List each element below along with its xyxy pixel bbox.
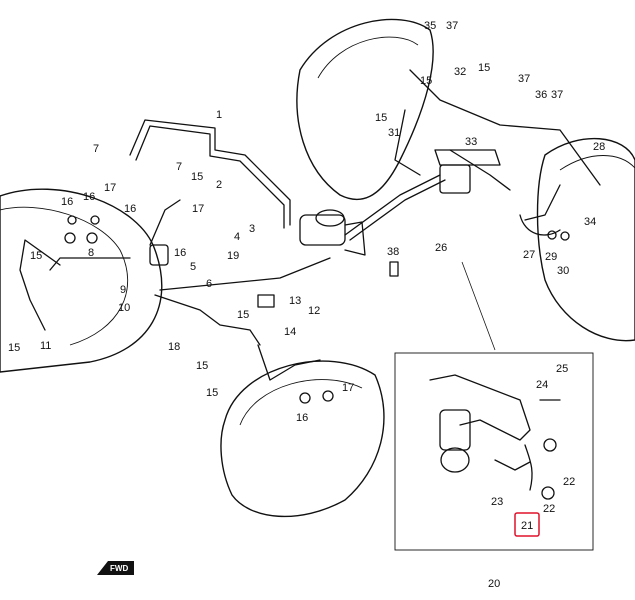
callout-22a: 22 [563, 476, 575, 488]
callout-13: 13 [289, 295, 301, 307]
callout-15h: 15 [478, 62, 490, 74]
callout-17b: 17 [192, 203, 204, 215]
front-right-wheel [220, 360, 385, 518]
callout-14: 14 [284, 326, 296, 338]
callout-1: 1 [216, 109, 222, 121]
callout-30: 30 [557, 265, 569, 277]
brake-pipe-network [19, 69, 601, 381]
callout-37a: 37 [446, 20, 458, 32]
callout-labels: 1 2 3 4 5 6 7 7 8 9 10 11 12 13 14 15 15… [8, 20, 605, 590]
detail-inset-box [394, 261, 594, 551]
callout-8: 8 [88, 247, 94, 259]
callout-15i: 15 [420, 75, 432, 87]
callout-17a: 17 [104, 182, 116, 194]
callout-15a: 15 [191, 171, 203, 183]
svg-text:FWD: FWD [110, 564, 128, 573]
callout-37b: 37 [518, 73, 530, 85]
callout-16b: 16 [83, 191, 95, 203]
callout-12: 12 [308, 305, 320, 317]
callout-26: 26 [435, 242, 447, 254]
callout-15b: 15 [30, 250, 42, 262]
callout-6: 6 [206, 278, 212, 290]
callout-35: 35 [424, 20, 436, 32]
callout-7b: 7 [176, 161, 182, 173]
callout-23: 23 [491, 496, 503, 508]
callout-11: 11 [40, 340, 51, 352]
callout-24: 24 [536, 379, 548, 391]
callout-9: 9 [120, 284, 126, 296]
callout-21: 21 [521, 520, 533, 532]
callout-32: 32 [454, 66, 466, 78]
callout-7a: 7 [93, 143, 99, 155]
callout-25: 25 [556, 363, 568, 375]
callout-37c: 37 [551, 89, 563, 101]
callout-31: 31 [388, 127, 400, 139]
callout-28: 28 [593, 141, 605, 153]
front-left-wheel [0, 188, 163, 373]
callout-16a: 16 [61, 196, 73, 208]
callout-20: 20 [488, 578, 500, 590]
callout-17c: 17 [342, 382, 354, 394]
callout-29: 29 [545, 251, 557, 263]
callout-22b: 22 [543, 503, 555, 515]
callout-18: 18 [168, 341, 180, 353]
callout-36: 36 [535, 89, 547, 101]
forward-direction-arrow: FWD [97, 561, 134, 575]
callout-15d: 15 [237, 309, 249, 321]
callout-5: 5 [190, 261, 196, 273]
master-cylinder [299, 209, 366, 256]
callout-33: 33 [465, 136, 477, 148]
rear-left-wheel [296, 18, 434, 201]
callout-16c: 16 [124, 203, 136, 215]
callout-15c: 15 [8, 342, 20, 354]
callout-3: 3 [249, 223, 255, 235]
callout-15f: 15 [206, 387, 218, 399]
highlighted-callout-box [514, 512, 540, 537]
callout-4: 4 [234, 231, 240, 243]
callout-16e: 16 [296, 412, 308, 424]
fittings-and-clips [64, 214, 570, 404]
rear-right-wheel [536, 137, 635, 342]
callout-34: 34 [584, 216, 596, 228]
callout-38: 38 [387, 246, 399, 258]
callout-15e: 15 [196, 360, 208, 372]
proportioning-valve [434, 149, 501, 194]
callout-27: 27 [523, 249, 535, 261]
callout-15g: 15 [375, 112, 387, 124]
callout-19: 19 [227, 250, 239, 262]
callout-10: 10 [118, 302, 130, 314]
callout-16d: 16 [174, 247, 186, 259]
callout-2: 2 [216, 179, 222, 191]
